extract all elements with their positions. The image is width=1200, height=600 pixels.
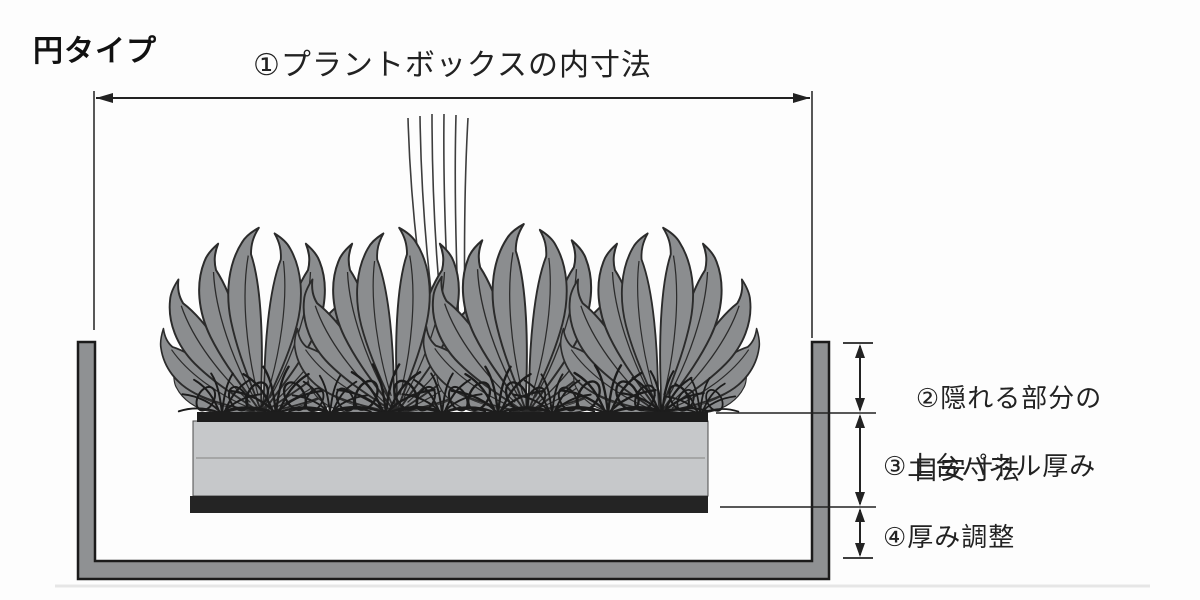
hidden-part-dimension-label-line1: ②隠れる部分の xyxy=(915,383,1103,413)
panel-thickness-label: ③土台パネル厚み xyxy=(883,451,1097,481)
top-dimension-label: ①プラントボックスの内寸法 xyxy=(253,49,652,82)
top-dimension xyxy=(93,91,813,338)
side-dimensions xyxy=(716,342,876,559)
thickness-adjustment-label: ④厚み調整 xyxy=(883,522,1016,552)
diagram-title: 円タイプ xyxy=(33,35,157,68)
base-panel-top-strip xyxy=(197,412,708,422)
plant-box-container xyxy=(76,340,831,581)
hidden-part-dimension-label: ②隠れる部分の 目安寸法 xyxy=(883,344,1102,560)
base-panel xyxy=(190,412,709,513)
hidden-part-dimension-label-line2: 目安寸法 xyxy=(913,455,1022,485)
base-panel-bottom-strip xyxy=(190,496,708,513)
